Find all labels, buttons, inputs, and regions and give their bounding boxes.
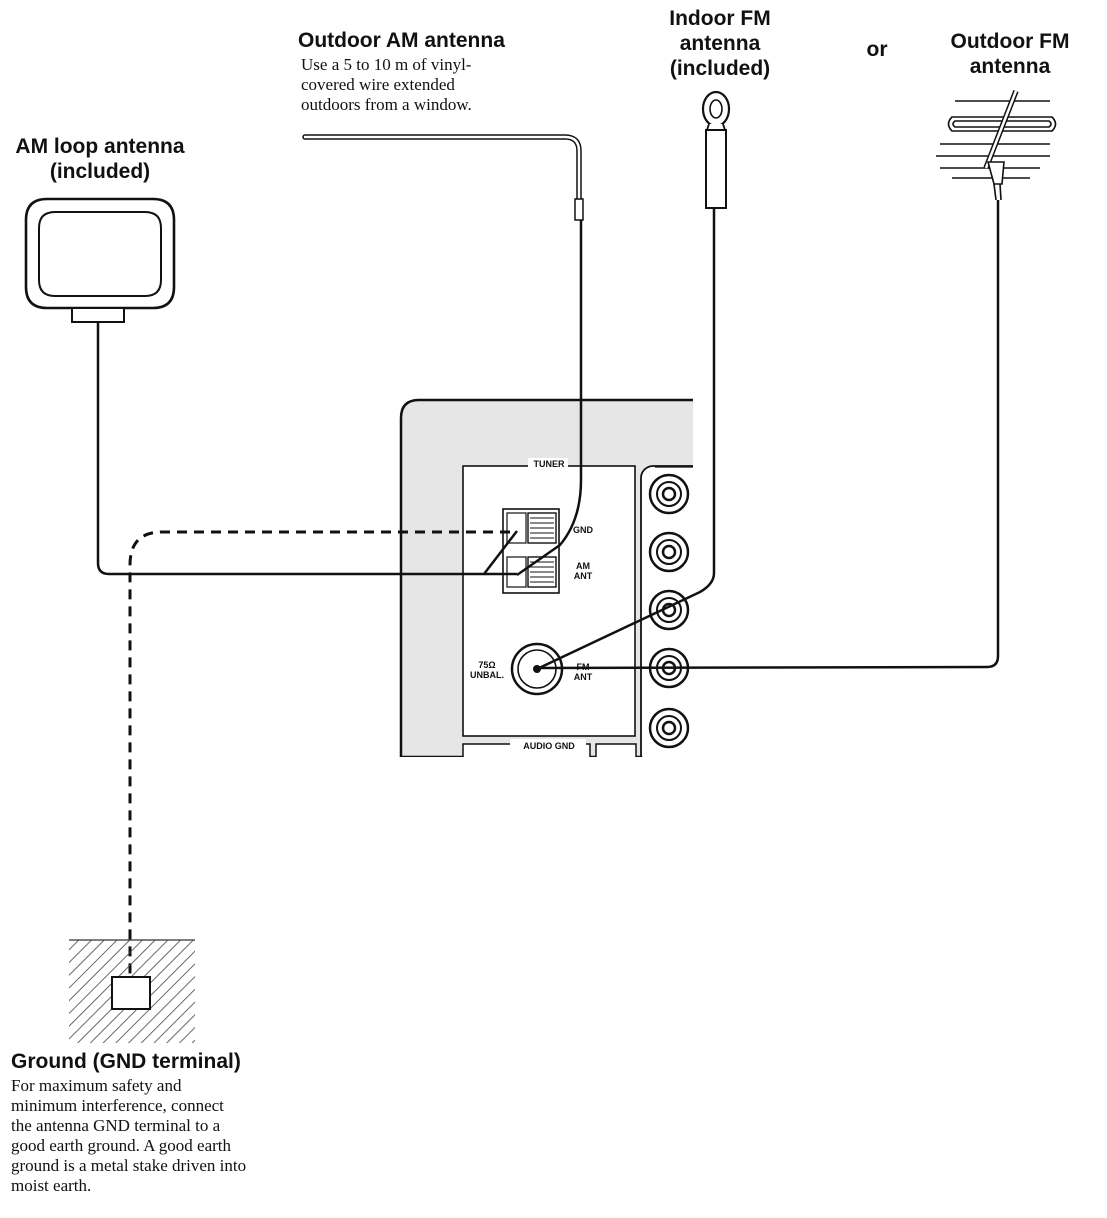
outdoor-fm-antenna-icon xyxy=(936,90,1057,201)
ground-desc: For maximum safety and minimum interfere… xyxy=(11,1076,247,1195)
indoor-fm-antenna-icon xyxy=(701,90,731,209)
tuner-label: TUNER xyxy=(533,459,565,469)
ground-wire xyxy=(128,530,510,978)
indoor-fm-antenna-title: Indoor FM antenna (included) xyxy=(669,7,771,80)
outdoor-am-antenna-title: Outdoor AM antenna xyxy=(298,29,505,52)
outdoor-fm-cable xyxy=(536,200,1000,670)
outdoor-am-wire xyxy=(302,134,582,204)
am-loop-cable xyxy=(96,322,518,576)
am-gnd-terminal-block xyxy=(502,508,560,594)
outdoor-am-cable xyxy=(516,220,583,577)
ground-title: Ground (GND terminal) xyxy=(11,1050,241,1073)
fm-ant-jack-label: FM ANT xyxy=(573,662,593,682)
ground-earth-icon xyxy=(69,939,195,1043)
tuner-section xyxy=(462,465,636,737)
gnd-terminal-label: GND xyxy=(573,525,593,535)
audio-gnd-label: AUDIO GND xyxy=(523,741,575,751)
connection-cables xyxy=(96,200,1000,671)
outdoor-am-antenna-desc: Use a 5 to 10 m of vinyl- covered wire e… xyxy=(301,55,472,114)
am-loop-antenna-icon xyxy=(24,197,176,323)
outdoor-fm-antenna-title: Outdoor FM antenna xyxy=(950,30,1070,78)
unbal-label: 75Ω UNBAL. xyxy=(470,660,504,680)
am-ant-terminal-label: AM ANT xyxy=(573,561,593,581)
indoor-fm-cable xyxy=(536,208,716,671)
am-loop-antenna-title: AM loop antenna (included) xyxy=(15,135,185,183)
or-label: or xyxy=(866,38,888,61)
